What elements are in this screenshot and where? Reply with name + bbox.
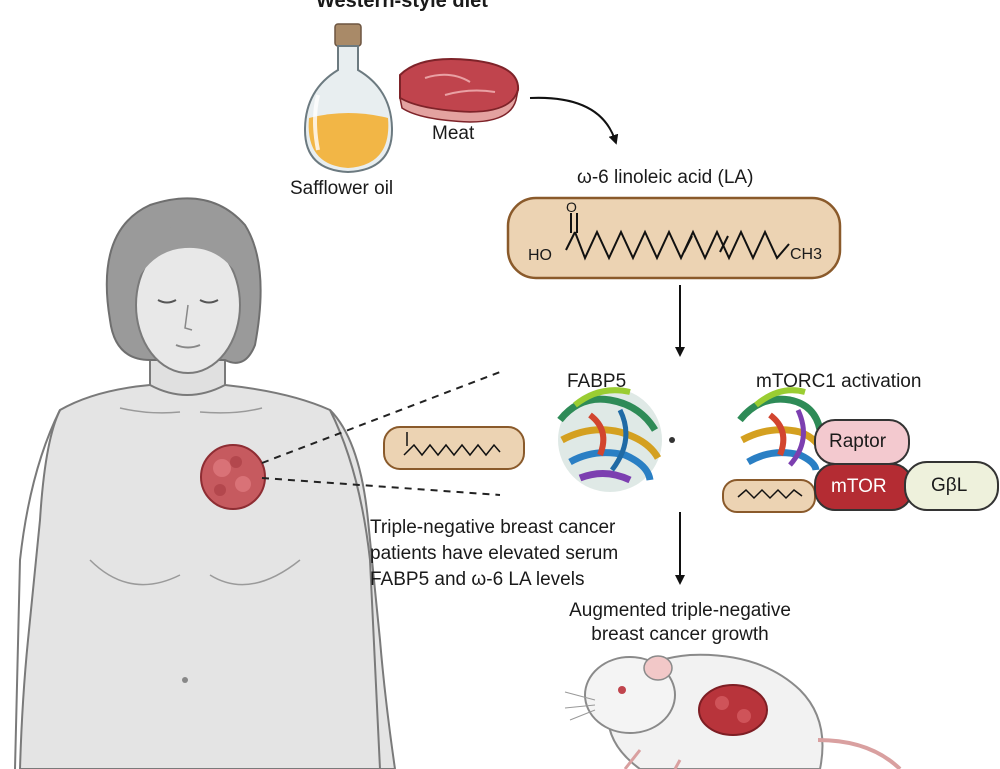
meat-label: Meat xyxy=(432,123,475,144)
linoleic-acid-label: ω-6 linoleic acid (LA) xyxy=(577,167,754,188)
woman-figure xyxy=(14,197,397,769)
la-formula-ho: HO xyxy=(528,247,552,264)
patients-text-line-1: Triple-negative breast cancer xyxy=(370,517,616,538)
fabp5-label: FABP5 xyxy=(567,371,627,392)
mtorc1-label: mTORC1 activation xyxy=(756,371,922,392)
la-formula-ch3: CH3 xyxy=(790,246,823,263)
linoleic-acid-molecule xyxy=(506,196,842,280)
breast-tumor xyxy=(200,444,266,510)
raptor-label: Raptor xyxy=(829,431,887,452)
gbl-label: GβL xyxy=(931,475,968,496)
meat-icon xyxy=(398,58,520,123)
mtorc1-protein xyxy=(737,387,826,471)
diagram-title: Western-style diet xyxy=(316,0,488,12)
growth-text-line-1: Augmented triple-negative xyxy=(569,600,791,621)
mtorc1-complex xyxy=(722,419,999,513)
la-formula-o: O xyxy=(566,199,577,215)
growth-text-line-2: breast cancer growth xyxy=(591,624,769,645)
zoom-lines xyxy=(261,371,501,496)
patients-text-line-3: FABP5 and ω-6 LA levels xyxy=(370,569,585,590)
mouse-figure xyxy=(564,653,902,769)
safflower-oil-label: Safflower oil xyxy=(290,178,394,199)
small-la-molecule xyxy=(383,426,525,470)
mtor-label: mTOR xyxy=(831,476,887,497)
fabp5-protein xyxy=(557,387,675,492)
patients-text-line-2: patients have elevated serum xyxy=(370,543,619,564)
arrow-food-to-la xyxy=(529,96,619,145)
safflower-oil-bottle-icon xyxy=(303,23,394,174)
